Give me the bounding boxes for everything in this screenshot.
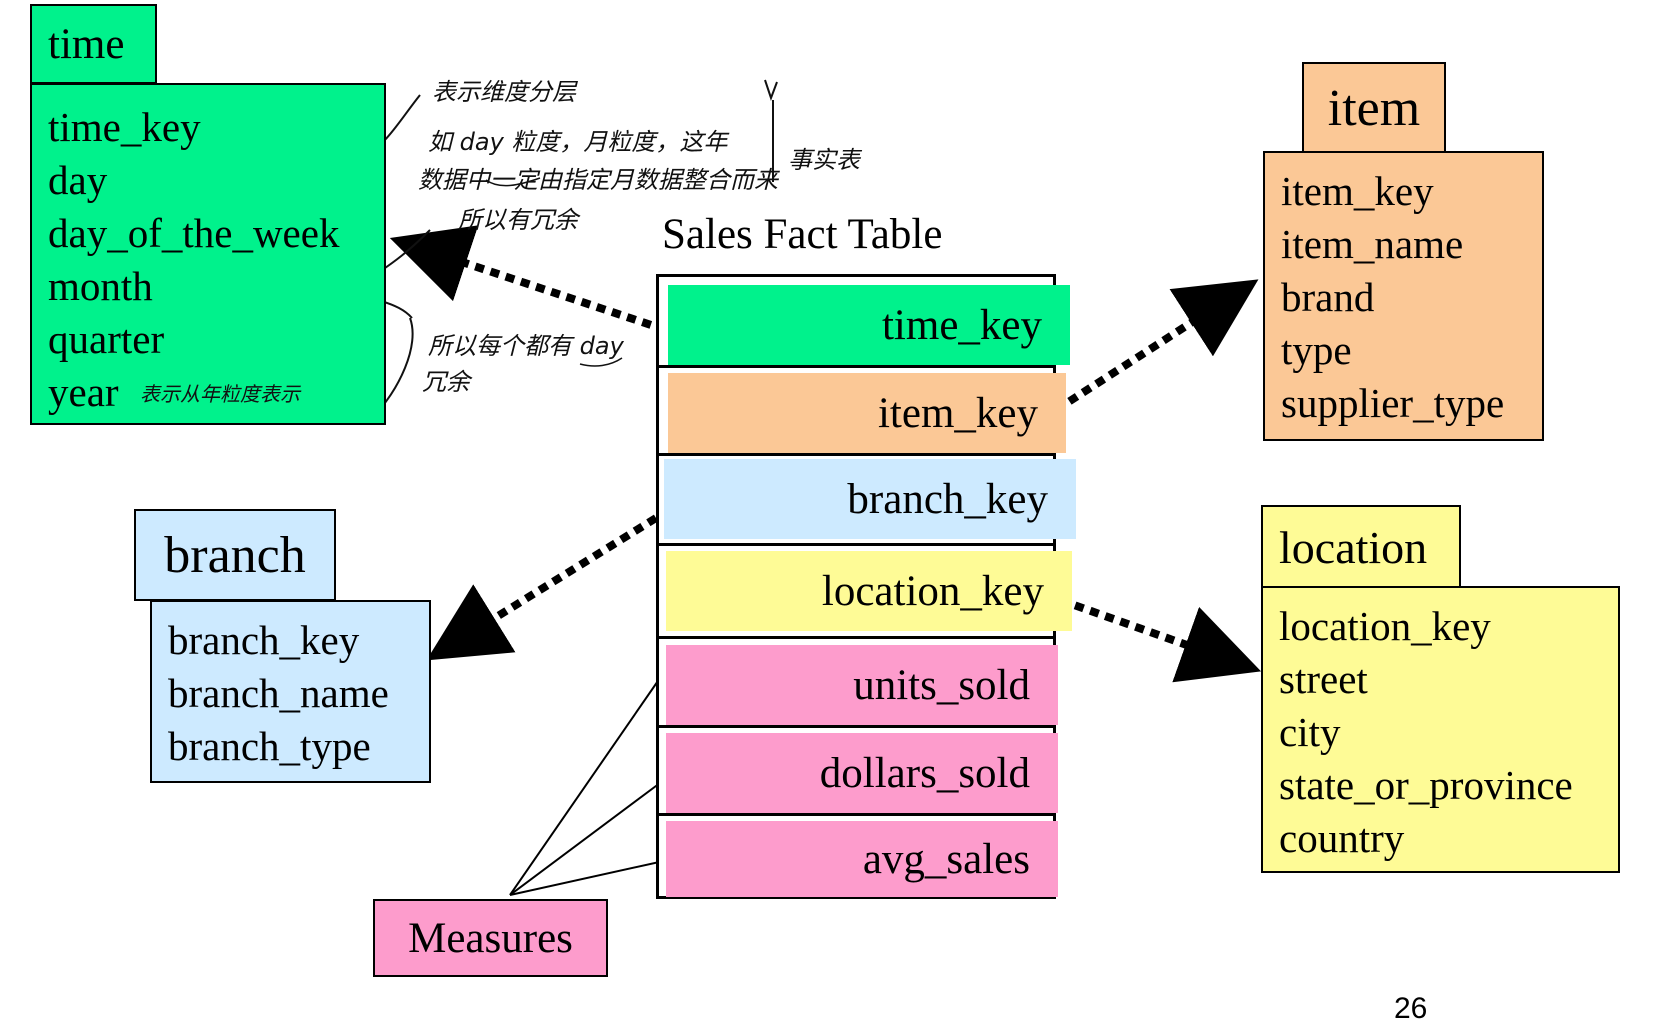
handwritten-note-year: 表示从年粒度表示 xyxy=(140,382,300,406)
fact-key-branch-key: branch_key xyxy=(847,475,1048,523)
handwritten-note-fact-table: 事实表 xyxy=(788,146,860,174)
location-dimension-header: location xyxy=(1261,505,1461,589)
fact-key-time-key: time_key xyxy=(881,301,1042,349)
attribute-branch-name: branch_name xyxy=(168,670,389,716)
arrow-branch-key xyxy=(426,514,659,661)
fact-row-avg-sales: avg_sales xyxy=(666,821,1058,897)
fact-separator xyxy=(656,725,1056,728)
attribute-day-of-the-week: day_of_the_week xyxy=(48,210,340,256)
fact-key-item-key: item_key xyxy=(877,389,1038,437)
item-dimension-title: item xyxy=(1327,79,1421,137)
fact-row-dollars-sold: dollars_sold xyxy=(666,733,1058,813)
page-number: 26 xyxy=(1394,992,1428,1025)
location-dimension-title: location xyxy=(1279,521,1428,573)
fact-separator xyxy=(656,636,1056,639)
handwritten-note-hierarchy: 表示维度分层 xyxy=(432,78,576,106)
measures-label: Measures xyxy=(408,914,573,962)
attribute-supplier-type: supplier_type xyxy=(1281,380,1505,426)
time-dimension-title: time xyxy=(48,20,125,68)
fact-row-units-sold: units_sold xyxy=(666,645,1058,725)
branch-dimension-title: branch xyxy=(164,526,306,584)
handwritten-note-every-day: 所以每个都有 day xyxy=(428,332,624,360)
fact-measure-units-sold: units_sold xyxy=(853,661,1030,709)
handwritten-note-redundant: 冗余 xyxy=(422,368,470,396)
handwritten-note-redundancy: 所以有冗余 xyxy=(458,206,578,234)
attribute-day: day xyxy=(48,157,108,203)
arrow-time-key xyxy=(389,225,668,334)
attribute-type: type xyxy=(1281,327,1352,373)
fact-measure-dollars-sold: dollars_sold xyxy=(819,749,1030,797)
attribute-street: street xyxy=(1279,656,1368,702)
fact-table-title: Sales Fact Table xyxy=(662,211,943,258)
fact-row-item-key: item_key xyxy=(668,373,1066,453)
attribute-item-key: item_key xyxy=(1281,168,1434,214)
attribute-country: country xyxy=(1279,815,1405,861)
attribute-branch-key: branch_key xyxy=(168,617,360,663)
measures-label-box: Measures xyxy=(373,899,608,977)
attribute-month: month xyxy=(48,263,153,309)
measures-callout-lines xyxy=(509,677,683,896)
item-dimension-header: item xyxy=(1302,62,1446,154)
handwritten-note-granularity: 如 day 粒度，月粒度，这年 xyxy=(428,128,728,156)
fact-separator xyxy=(656,365,1056,368)
location-dimension-attributes: location_key street city state_or_provin… xyxy=(1261,586,1620,873)
fact-separator xyxy=(656,453,1056,456)
time-dimension-header: time xyxy=(30,4,157,84)
fact-separator xyxy=(656,543,1056,546)
time-dimension-attributes: time_key day day_of_the_week month quart… xyxy=(30,83,386,425)
attribute-brand: brand xyxy=(1281,274,1375,320)
attribute-time-key: time_key xyxy=(48,104,201,150)
arrow-item-key xyxy=(1053,279,1259,414)
branch-dimension-header: branch xyxy=(134,509,336,601)
attribute-city: city xyxy=(1279,709,1341,755)
attribute-quarter: quarter xyxy=(48,316,165,362)
attribute-location-key: location_key xyxy=(1279,603,1491,649)
arrow-location-key xyxy=(1058,596,1262,683)
attribute-branch-type: branch_type xyxy=(168,723,371,769)
handwritten-note-aggregation: 数据中一定由指定月数据整合而来 xyxy=(418,166,778,194)
fact-key-location-key: location_key xyxy=(821,567,1044,615)
fact-row-location-key: location_key xyxy=(666,551,1072,631)
fact-row-time-key: time_key xyxy=(668,285,1070,365)
fact-measure-avg-sales: avg_sales xyxy=(862,835,1030,883)
attribute-year: year xyxy=(48,369,119,415)
fact-row-branch-key: branch_key xyxy=(664,459,1076,539)
dotted-arrows xyxy=(389,225,1262,683)
attribute-state-or-province: state_or_province xyxy=(1279,762,1573,808)
item-dimension-attributes: item_key item_name brand type supplier_t… xyxy=(1263,151,1544,441)
attribute-item-name: item_name xyxy=(1281,221,1464,267)
branch-dimension-attributes: branch_key branch_name branch_type xyxy=(150,600,431,783)
fact-separator xyxy=(656,813,1056,816)
